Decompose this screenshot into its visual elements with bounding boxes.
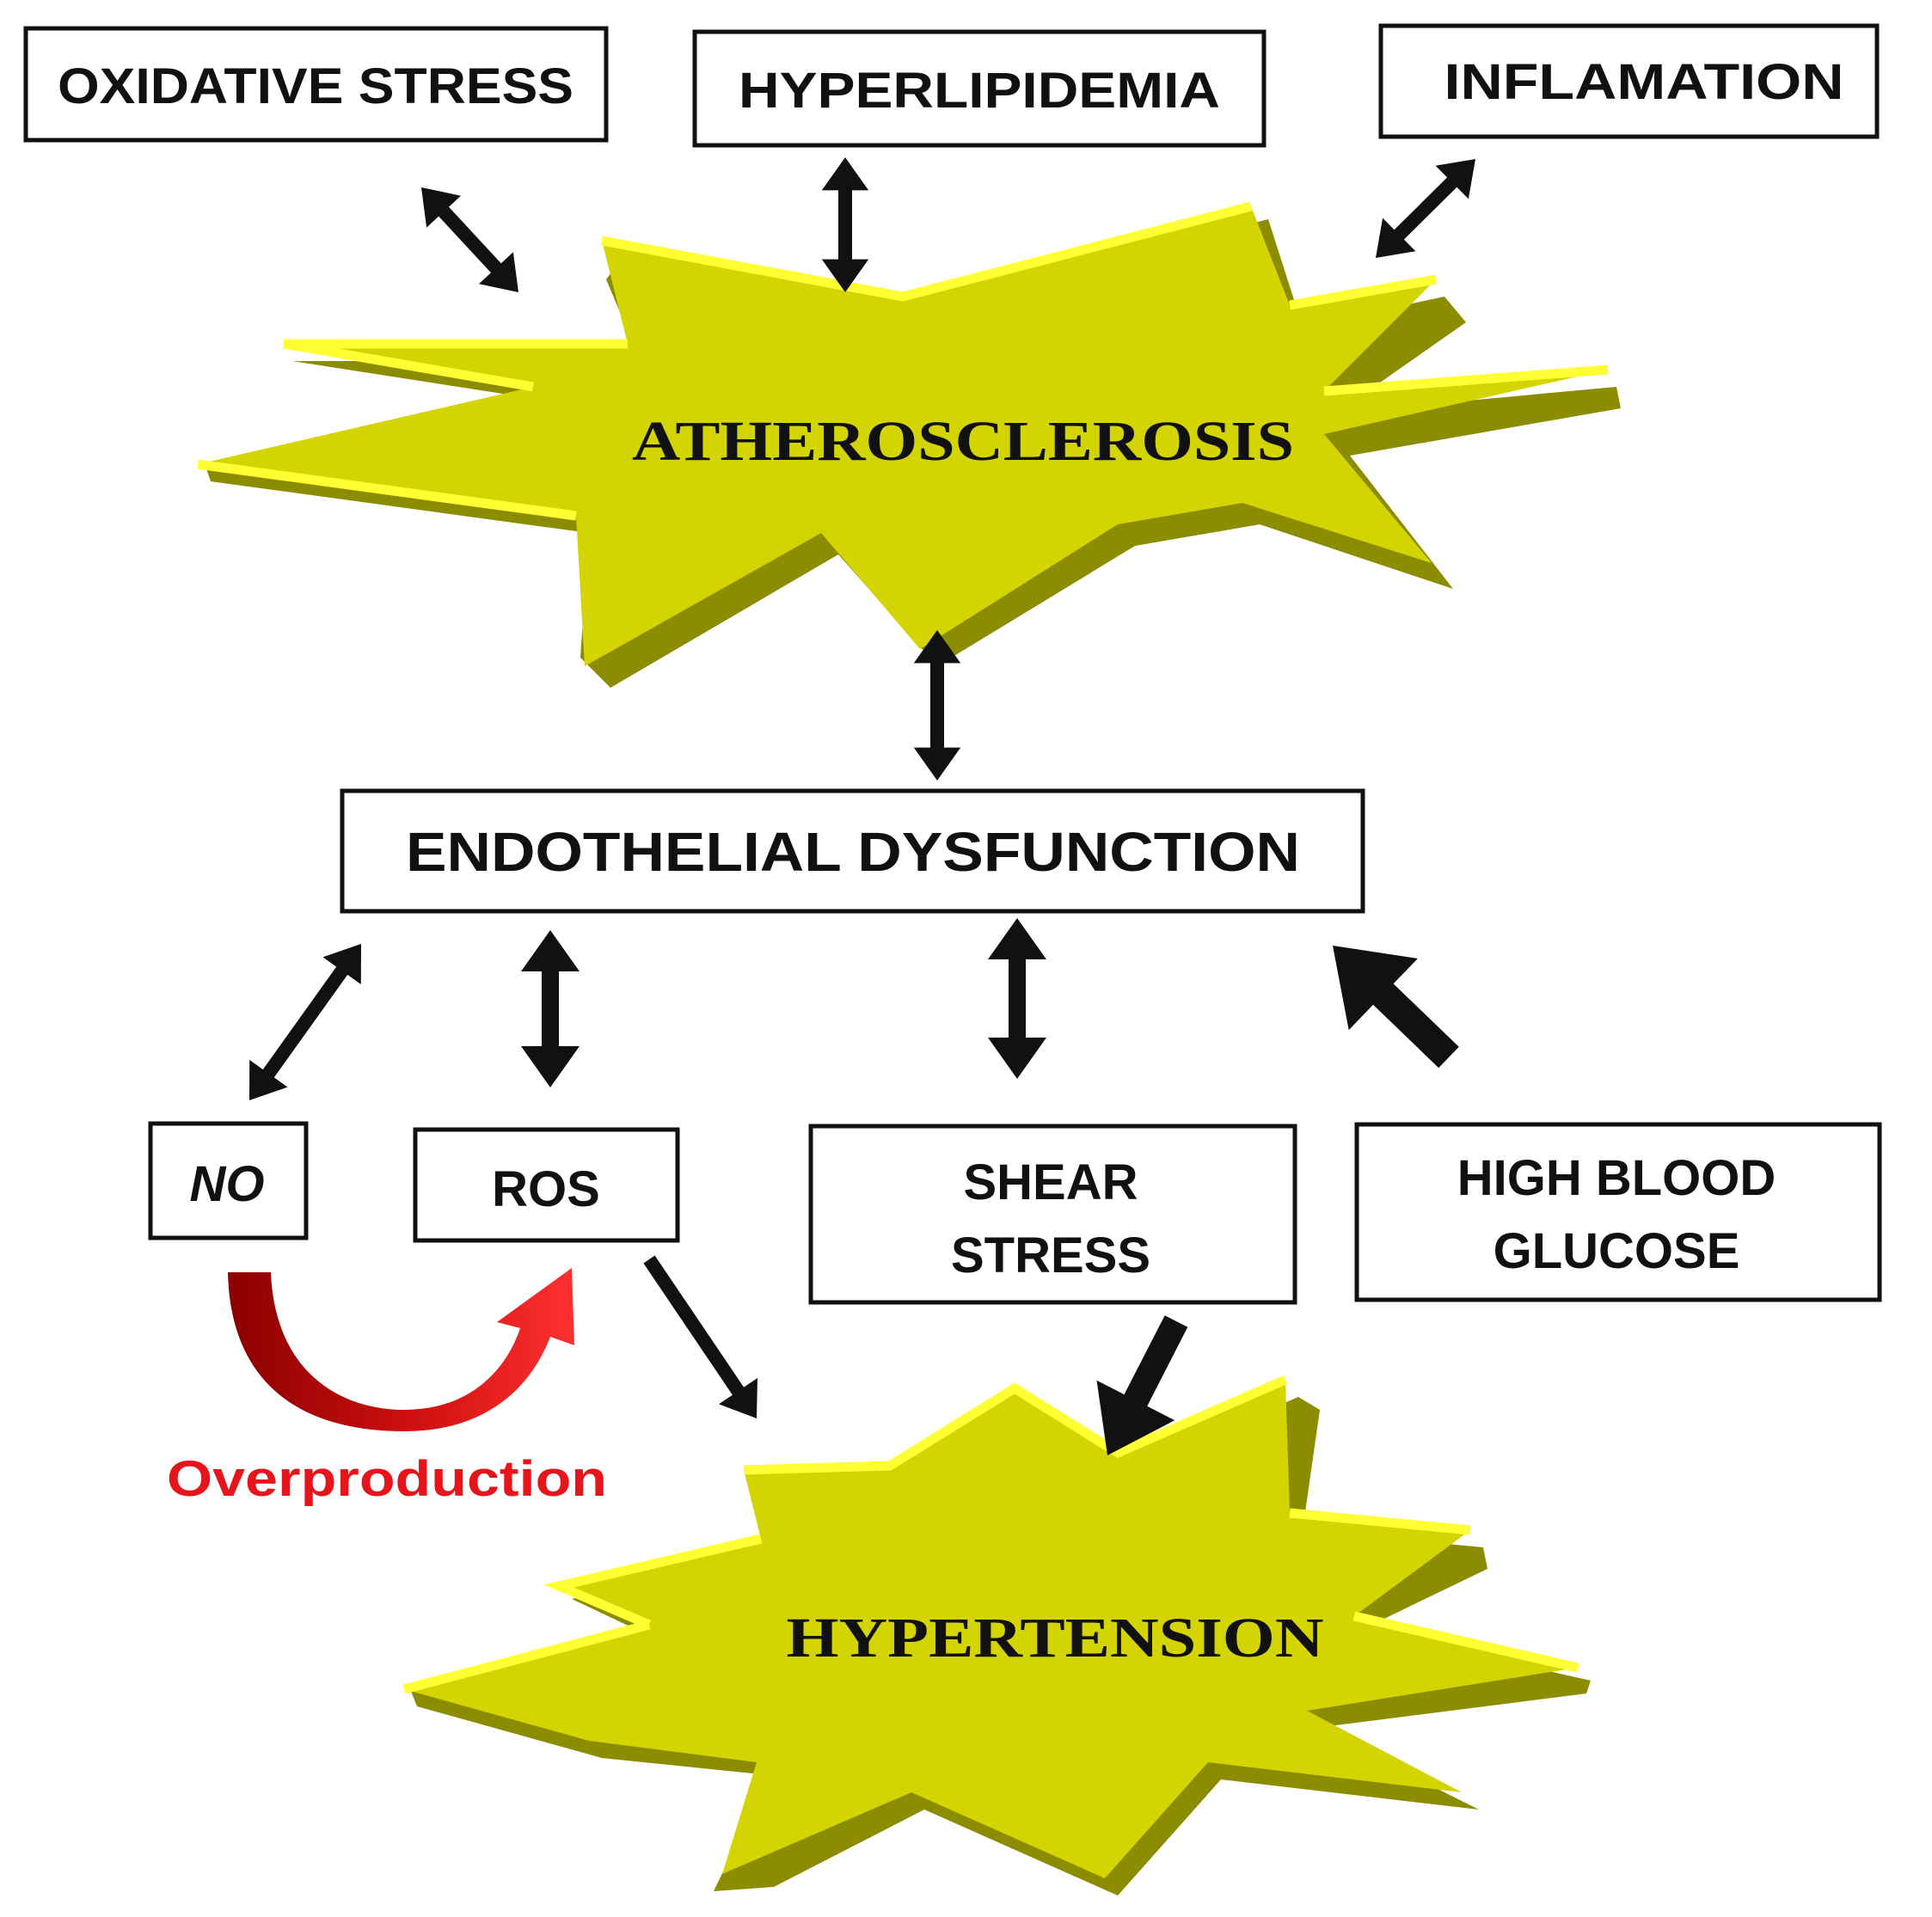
arrow-endothelial-shear-stress [988, 918, 1046, 1079]
arrow-hyperlipidemia-atherosclerosis [821, 157, 869, 292]
overproduction-label: Overproduction [167, 1451, 607, 1507]
arrow-glucose-endothelial [1333, 946, 1459, 1069]
endothelial-dysfunction-label: ENDOTHELIAL DYSFUNCTION [406, 821, 1300, 883]
arrow-endothelial-no [249, 944, 361, 1100]
box-no: NO [148, 1121, 309, 1240]
arrow-oxidative-stress-atherosclerosis [421, 187, 518, 292]
arrow-endothelial-ros [521, 930, 580, 1087]
burst-body [404, 1380, 1578, 1878]
no-label: NO [190, 1156, 265, 1212]
box-shear-stress: SHEAR STRESS [808, 1124, 1297, 1305]
arrow-inflamation-atherosclerosis [1376, 159, 1475, 258]
atherosclerosis-label: ATHEROSCLEROSIS [632, 410, 1294, 473]
burst-highlight [283, 339, 628, 392]
atherosclerosis-burst: ATHEROSCLEROSIS [197, 201, 1621, 688]
overproduction-curve [228, 1268, 574, 1431]
arrow-atherosclerosis-endothelial [913, 630, 961, 781]
hyperlipidemia-label: HYPERLIPIDEMIA [739, 63, 1220, 119]
shear-stress-label-line-2: STRESS [951, 1228, 1150, 1283]
burst-highlight [1352, 1611, 1579, 1673]
box-high-blood-glucose: HIGH BLOOD GLUCOSE [1354, 1122, 1882, 1302]
burst-highlight [1289, 274, 1437, 310]
box-inflamation: INFLAMATION [1378, 23, 1880, 139]
arrow-ros-hypertension [643, 1255, 757, 1418]
overproduction-arrow: Overproduction [167, 1268, 607, 1507]
inflamation-label: INFLAMATION [1444, 54, 1844, 110]
burst-highlight [402, 1620, 651, 1694]
burst-highlight [743, 1375, 1288, 1475]
hypertension-burst: HYPERTENSION [402, 1375, 1591, 1896]
box-endothelial-dysfunction: ENDOTHELIAL DYSFUNCTION [340, 788, 1365, 914]
burst-body [198, 206, 1608, 666]
shear-stress-label-line-1: SHEAR [963, 1154, 1138, 1210]
box-oxidative-stress: OXIDATIVE STRESS [23, 26, 609, 143]
burst-highlight [543, 1534, 763, 1630]
arrows-layer [249, 157, 1475, 1455]
hypertension-label: HYPERTENSION [787, 1607, 1324, 1669]
box-hyperlipidemia: HYPERLIPIDEMIA [692, 29, 1267, 148]
ros-label: ROS [492, 1161, 600, 1217]
high-blood-glucose-label-line-2: GLUCOSE [1493, 1223, 1740, 1279]
high-blood-glucose-label-line-1: HIGH BLOOD [1457, 1150, 1776, 1206]
box-ros: ROS [413, 1127, 680, 1243]
burst-highlight [1289, 1508, 1471, 1535]
burst-highlight [600, 201, 1253, 302]
oxidative-stress-label: OXIDATIVE STRESS [58, 58, 573, 114]
burst-highlight [197, 459, 577, 521]
burst-highlight [1323, 364, 1609, 396]
arrow-shear-stress-hypertension [1096, 1315, 1188, 1455]
